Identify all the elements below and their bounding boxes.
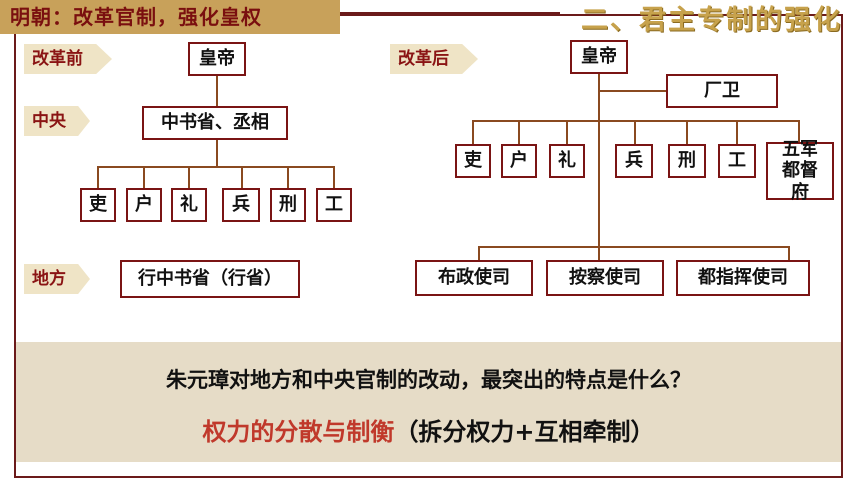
before-ministry-li-personnel: 吏	[80, 188, 116, 222]
after-ministry-xing: 刑	[668, 144, 706, 178]
central-office-box: 中书省、丞相	[142, 106, 288, 140]
connector	[566, 120, 568, 144]
connector	[686, 120, 688, 144]
connector	[241, 166, 243, 188]
connector	[472, 120, 474, 144]
before-ministry-xing: 刑	[270, 188, 306, 222]
after-ministry-li-rites: 礼	[549, 144, 585, 178]
connector	[518, 120, 520, 144]
answer-detail: （拆分权力+互相牵制）	[394, 418, 655, 446]
after-ministry-bing: 兵	[615, 144, 653, 178]
before-ministry-bing: 兵	[222, 188, 260, 222]
connector	[634, 120, 636, 144]
diagram-frame	[14, 14, 843, 478]
after-reform-tag: 改革后	[390, 44, 478, 74]
after-ministry-li-personnel: 吏	[455, 144, 491, 178]
connector	[216, 76, 218, 108]
connector	[188, 166, 190, 188]
connector	[97, 166, 335, 168]
qa-panel: 朱元璋对地方和中央官制的改动，最突出的特点是什么？ 权力的分散与制衡（拆分权力+…	[16, 342, 841, 462]
after-emperor-box: 皇帝	[570, 40, 628, 74]
before-emperor-box: 皇帝	[188, 42, 246, 76]
connector	[736, 120, 738, 144]
connector	[478, 246, 480, 260]
provincial-office-box: 行中书省（行省）	[120, 260, 300, 298]
local-administration-box: 布政使司	[415, 260, 533, 296]
answer-highlight: 权力的分散与制衡	[202, 418, 395, 446]
connector	[788, 246, 790, 260]
before-reform-tag: 改革前	[24, 44, 112, 74]
connector	[472, 120, 800, 122]
connector	[287, 166, 289, 188]
connector	[798, 120, 800, 142]
after-ministry-gong: 工	[718, 144, 756, 178]
before-ministry-hu: 户	[126, 188, 162, 222]
header-banner: 明朝：改革官制，强化皇权	[0, 0, 340, 34]
local-military-box: 都指挥使司	[676, 260, 810, 296]
central-tag: 中央	[24, 106, 90, 136]
answer-text: 权力的分散与制衡（拆分权力+互相牵制）	[16, 412, 841, 447]
connector	[598, 90, 666, 92]
before-ministry-gong: 工	[316, 188, 352, 222]
connector	[478, 246, 790, 248]
connector	[333, 166, 335, 188]
header-rule	[340, 12, 560, 14]
local-tag: 地方	[24, 264, 90, 294]
changwei-box: 厂卫	[666, 74, 778, 108]
after-ministry-hu: 户	[501, 144, 537, 178]
before-ministry-li-rites: 礼	[171, 188, 207, 222]
question-text: 朱元璋对地方和中央官制的改动，最突出的特点是什么？	[166, 368, 691, 392]
main-trunk-connector	[598, 74, 600, 264]
local-judicial-box: 按察使司	[546, 260, 664, 296]
connector	[143, 166, 145, 188]
military-commission-box: 五军都督府	[766, 139, 834, 203]
section-title: 二、君主专制的强化	[581, 5, 842, 36]
connector	[216, 140, 218, 168]
connector	[97, 166, 99, 188]
